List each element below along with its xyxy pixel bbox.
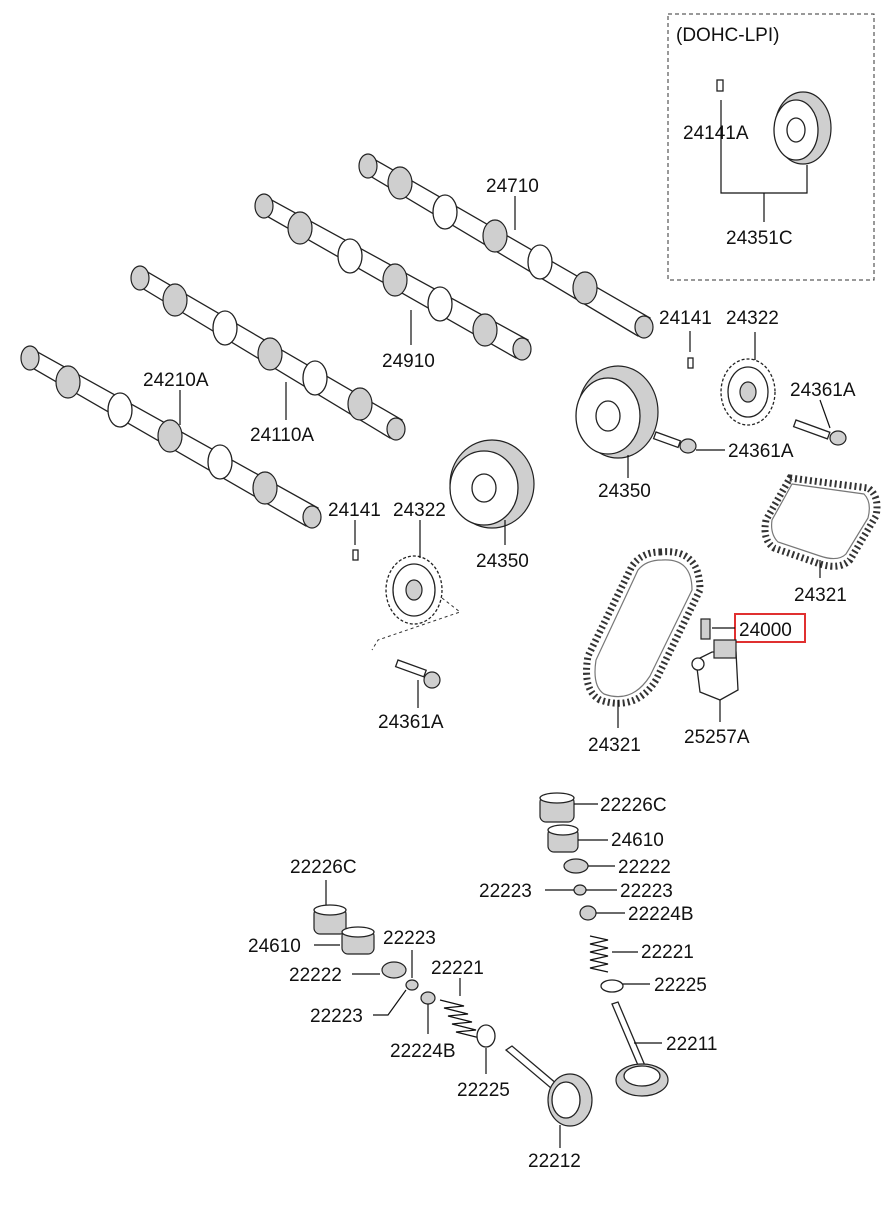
camshaft-24210A [20,345,322,529]
tensioner-bolt [700,618,711,640]
label-22226C-right[interactable]: 22226C [600,795,667,816]
label-24610-left[interactable]: 24610 [248,936,301,957]
spring-22221-left [439,999,481,1039]
label-24141-left[interactable]: 24141 [328,500,381,521]
tappet-22226C-left [313,904,347,935]
label-24361A-mid[interactable]: 24361A [728,441,794,462]
valve-22211 [611,1001,669,1097]
label-24000[interactable]: 24000 [739,620,792,641]
label-24610-right[interactable]: 24610 [611,830,664,851]
inset-pin [716,79,724,92]
sprocket-24322-left [385,555,443,625]
label-22212[interactable]: 22212 [528,1151,581,1172]
bolt-24361A-mid [652,431,697,454]
label-22225-right[interactable]: 22225 [654,975,707,996]
seal-22224B-left [420,991,436,1005]
retainer-22222-left [381,961,407,979]
shim-24610-right [547,824,579,853]
label-24321-bottom[interactable]: 24321 [588,735,641,756]
label-22221-left[interactable]: 22221 [431,958,484,979]
label-25257A[interactable]: 25257A [684,727,750,748]
seat-22225-right [600,979,624,993]
label-22222-left[interactable]: 22222 [289,965,342,986]
label-24141-top[interactable]: 24141 [659,308,712,329]
label-22225-left[interactable]: 22225 [457,1080,510,1101]
collet-22223-right [573,884,587,896]
camshaft-24710 [358,153,654,339]
label-22223-r-left[interactable]: 22223 [479,881,532,902]
sprocket-24322-top [720,358,776,426]
label-22221-right[interactable]: 22221 [641,942,694,963]
inset-cam-sprocket [773,91,832,165]
valve-22212 [504,1045,593,1127]
spring-22221-right [589,935,609,973]
seat-22225-left [476,1024,496,1048]
seal-22224B-right [579,905,597,921]
label-24710[interactable]: 24710 [486,176,539,197]
timing-chain-24321-bottom [583,548,704,707]
shim-24610-left [341,926,375,955]
label-22223-l-bottom[interactable]: 22223 [310,1006,363,1027]
bolt-24361A-bottom [394,659,441,689]
label-22211[interactable]: 22211 [666,1034,717,1055]
label-22226C-left[interactable]: 22226C [290,857,357,878]
camshaft-24110A [130,265,406,441]
label-24351C[interactable]: 24351C [726,228,793,249]
tappet-22226C-right [539,792,575,823]
pin-24141-top [687,357,694,369]
label-24110A[interactable]: 24110A [250,425,314,446]
label-24910[interactable]: 24910 [382,351,435,372]
label-24361A-bottom[interactable]: 24361A [378,712,444,733]
label-24322-left[interactable]: 24322 [393,500,446,521]
label-24322-top[interactable]: 24322 [726,308,779,329]
inset-title: (DOHC-LPI) [676,25,779,46]
inset-dohc-lpi: (DOHC-LPI) 24141A 24351C [667,13,875,281]
label-24350-top[interactable]: 24350 [598,481,651,502]
label-24210A[interactable]: 24210A [143,370,209,391]
chain-tensioner-25257A [691,639,739,701]
label-24350-left[interactable]: 24350 [476,551,529,572]
cam-phaser-24350-left [449,439,535,529]
label-22223-r-right[interactable]: 22223 [620,881,673,902]
label-24361A-right[interactable]: 24361A [790,380,856,401]
label-22224B-right[interactable]: 22224B [628,904,694,925]
label-24141A[interactable]: 24141A [683,123,749,144]
label-24321-right[interactable]: 24321 [794,585,847,606]
label-22222-right[interactable]: 22222 [618,857,671,878]
label-22223-l-top[interactable]: 22223 [383,928,436,949]
collet-22223-left [405,979,419,991]
retainer-22222-right [563,858,589,874]
pin-24141-left [352,549,359,561]
label-22224B-left[interactable]: 22224B [390,1041,456,1062]
cam-phaser-24350-top [575,365,659,459]
bolt-24361A-right [792,419,847,446]
timing-chain-24321-right [761,474,881,570]
camshaft-24910 [254,193,532,361]
